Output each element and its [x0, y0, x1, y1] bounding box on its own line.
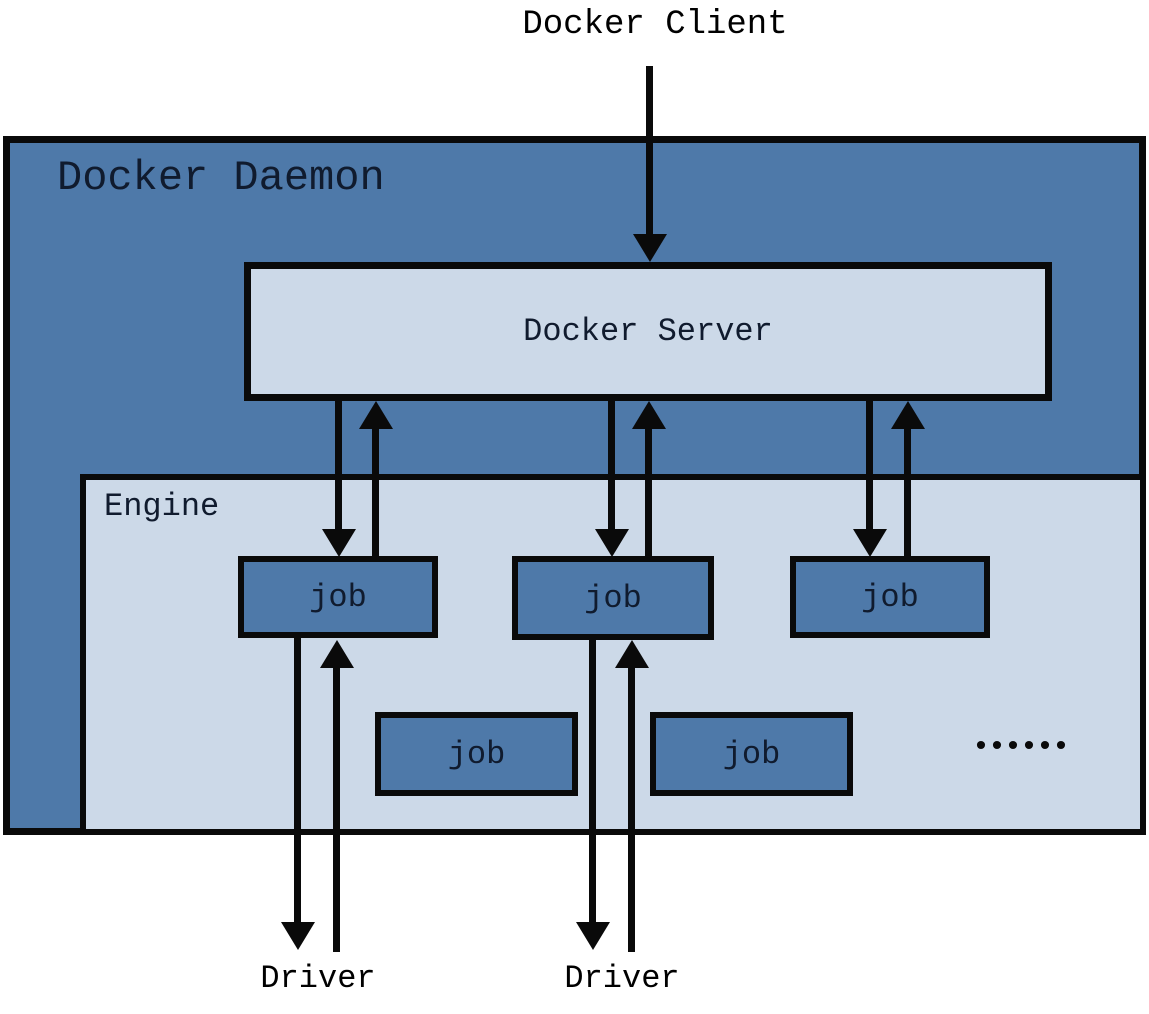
driver-label-2: Driver — [564, 960, 680, 997]
arrowhead-client-to-server — [633, 234, 667, 262]
arrowhead-driver2-to-job2 — [615, 640, 649, 668]
arrow-line-server-to-job3 — [866, 400, 873, 532]
arrowhead-server-to-job1 — [322, 529, 356, 557]
arrow-line-server-to-job1 — [335, 400, 342, 532]
arrow-line-driver2-to-job2 — [628, 666, 635, 952]
job-label: job — [447, 735, 506, 773]
docker-server-label: Docker Server — [523, 313, 773, 350]
arrow-line-server-to-job2 — [608, 400, 615, 532]
arrow-line-job1-to-driver1 — [294, 634, 301, 924]
arrowhead-job2-to-driver2 — [576, 922, 610, 950]
job-label: job — [309, 578, 367, 616]
docker-daemon-label: Docker Daemon — [57, 154, 385, 202]
engine-label: Engine — [104, 488, 220, 525]
arrowhead-job2-to-server — [632, 401, 666, 429]
arrow-line-driver1-to-job1 — [333, 666, 340, 952]
job-label: job — [861, 578, 919, 616]
arrowhead-server-to-job2 — [595, 529, 629, 557]
arrowhead-job1-to-server — [359, 401, 393, 429]
job-box-1: job — [238, 556, 438, 638]
job-box-2: job — [512, 556, 714, 640]
docker-server-box: Docker Server — [244, 262, 1052, 401]
job-label: job — [584, 579, 642, 617]
arrowhead-job1-to-driver1 — [281, 922, 315, 950]
more-jobs-ellipsis: •••••• — [972, 731, 1070, 765]
arrow-line-job1-to-server — [372, 428, 379, 556]
docker-client-label: Docker Client — [522, 6, 788, 44]
arrow-line-client-to-server — [646, 66, 653, 236]
job-label: job — [722, 735, 781, 773]
arrowhead-server-to-job3 — [853, 529, 887, 557]
job-box-3: job — [790, 556, 990, 638]
job-box-5: job — [650, 712, 853, 796]
job-box-4: job — [375, 712, 578, 796]
arrow-line-job3-to-server — [904, 428, 911, 556]
arrow-line-job2-to-driver2 — [589, 638, 596, 924]
driver-label-1: Driver — [260, 960, 376, 997]
arrow-line-job2-to-server — [645, 428, 652, 556]
arrowhead-driver1-to-job1 — [320, 640, 354, 668]
arrowhead-job3-to-server — [891, 401, 925, 429]
